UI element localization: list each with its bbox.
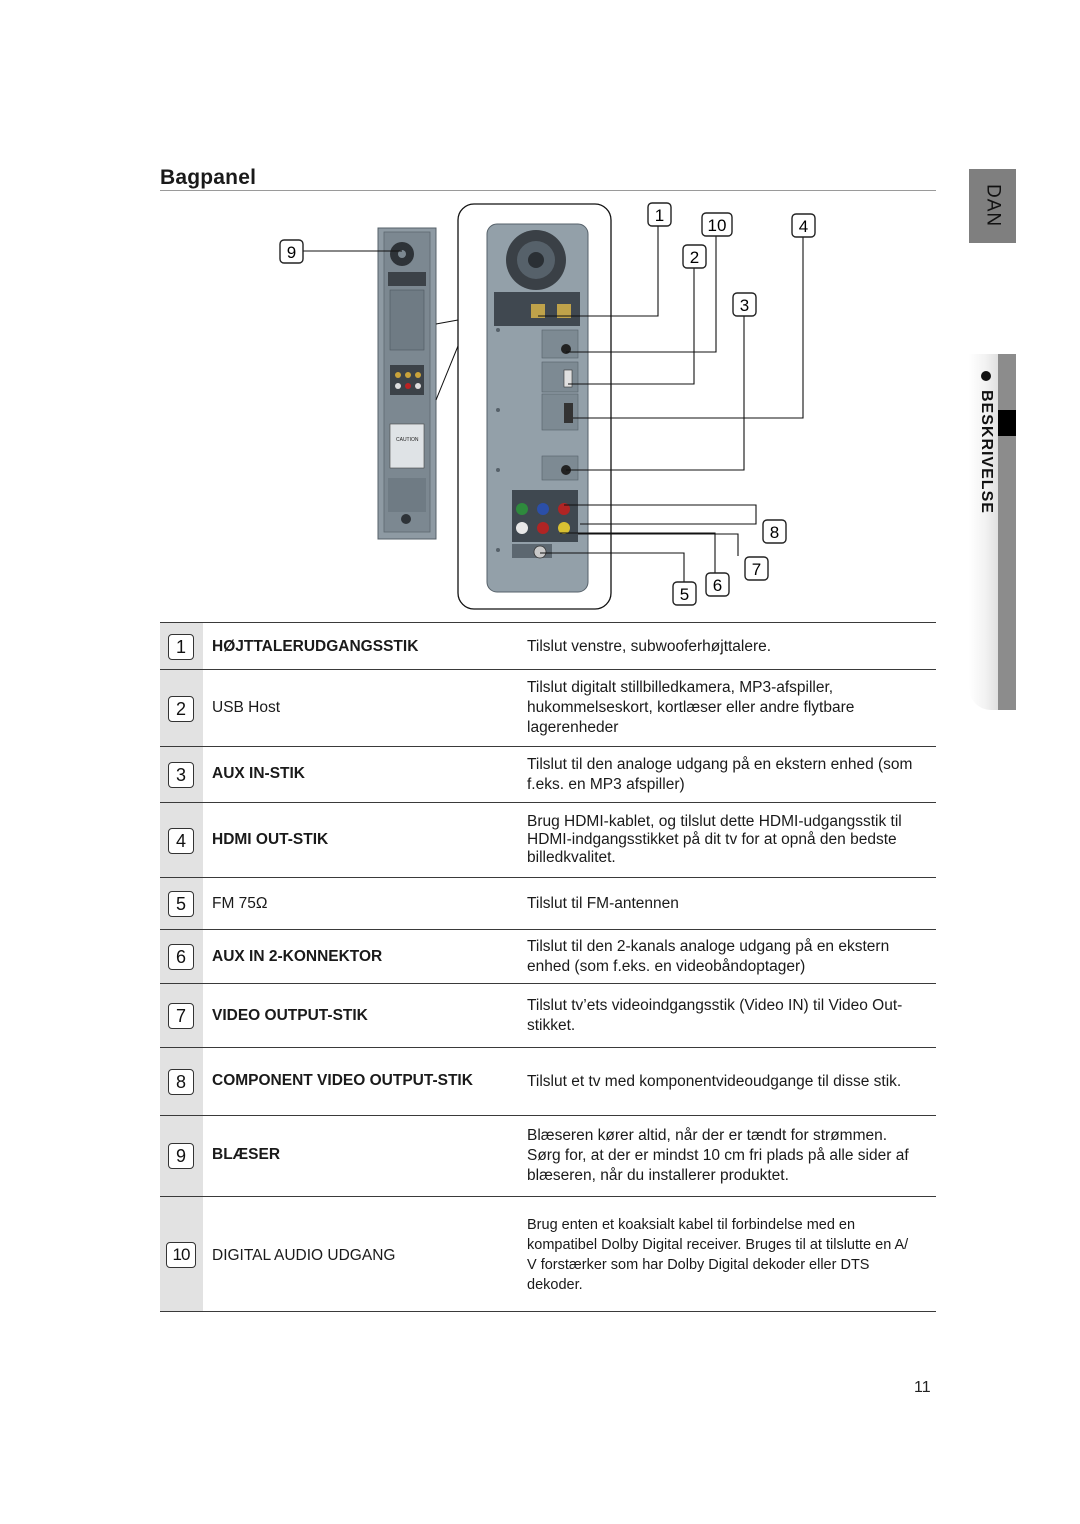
unit-overview: CAUTION bbox=[377, 227, 437, 540]
row-name: HØJTTALERUDGANGSSTIK bbox=[212, 638, 419, 655]
zoom-frame bbox=[457, 203, 612, 610]
svg-text:8: 8 bbox=[770, 523, 779, 542]
svg-text:7: 7 bbox=[752, 560, 761, 579]
table-row: 7 VIDEO OUTPUT-STIK Tilslut tv’ets video… bbox=[160, 983, 936, 1048]
table-row: 1 HØJTTALERUDGANGSSTIK Tilslut venstre, … bbox=[160, 622, 936, 670]
svg-text:9: 9 bbox=[287, 243, 296, 262]
page-title: Bagpanel bbox=[160, 166, 257, 189]
svg-text:3: 3 bbox=[740, 296, 749, 315]
row-name: BLÆSER bbox=[212, 1146, 281, 1163]
callout-9: 9 bbox=[279, 239, 304, 264]
table-row: 8 COMPONENT VIDEO OUTPUT-STIK Tilslut et… bbox=[160, 1047, 936, 1116]
svg-text:5: 5 bbox=[680, 585, 689, 604]
bullet-icon bbox=[981, 371, 991, 381]
row-number: 7 bbox=[168, 1003, 194, 1029]
row-number: 5 bbox=[168, 891, 194, 917]
callout-7: 7 bbox=[744, 556, 769, 581]
section-tab: BESKRIVELSE bbox=[969, 354, 1016, 710]
row-number: 10 bbox=[166, 1242, 196, 1268]
row-description: Tilslut til FM-antennen bbox=[527, 895, 679, 912]
row-description: Tilslut digitalt stillbilledkamera, MP3-… bbox=[527, 679, 855, 736]
table-row: 9 BLÆSER Blæseren kører altid, når der e… bbox=[160, 1115, 936, 1197]
callout-2: 2 bbox=[682, 244, 707, 269]
table-row: 3 AUX IN-STIK Tilslut til den analoge ud… bbox=[160, 746, 936, 803]
table-row: 4 HDMI OUT-STIK Brug HDMI-kablet, og til… bbox=[160, 802, 936, 878]
callout-4: 4 bbox=[791, 213, 816, 238]
row-name: AUX IN-STIK bbox=[212, 765, 305, 782]
row-description: Tilslut tv’ets videoindgangsstik (Video … bbox=[527, 997, 903, 1034]
callout-10: 10 bbox=[701, 212, 733, 237]
row-number: 8 bbox=[168, 1069, 194, 1095]
row-name: AUX IN 2-KONNEKTOR bbox=[212, 948, 383, 965]
row-number: 4 bbox=[168, 828, 194, 854]
row-number: 9 bbox=[168, 1143, 194, 1169]
table-row: 5 FM 75Ω Tilslut til FM-antennen bbox=[160, 877, 936, 930]
row-description: Tilslut til den 2-kanals analoge udgang … bbox=[527, 938, 890, 975]
row-description: Blæseren kører altid, når der er tændt f… bbox=[527, 1127, 909, 1184]
row-number: 3 bbox=[168, 762, 194, 788]
svg-text:1: 1 bbox=[655, 206, 664, 225]
caution-label: CAUTION bbox=[396, 437, 419, 443]
svg-text:6: 6 bbox=[713, 576, 722, 595]
row-number: 6 bbox=[168, 944, 194, 970]
table-row: 2 USB Host Tilslut digitalt stillbilledk… bbox=[160, 669, 936, 747]
row-description: Tilslut til den analoge udgang på en eks… bbox=[527, 756, 913, 793]
language-tab-label: DAN bbox=[982, 184, 1004, 228]
row-name: FM 75Ω bbox=[212, 895, 268, 912]
row-name: DIGITAL AUDIO UDGANG bbox=[212, 1247, 396, 1264]
row-name: VIDEO OUTPUT-STIK bbox=[212, 1007, 368, 1024]
svg-text:10: 10 bbox=[708, 216, 727, 235]
row-name: COMPONENT VIDEO OUTPUT-STIK bbox=[212, 1072, 473, 1089]
row-description: Tilslut et tv med komponentvideoudgange … bbox=[527, 1073, 902, 1090]
row-number: 2 bbox=[168, 696, 194, 722]
svg-text:4: 4 bbox=[799, 217, 808, 236]
row-description: Tilslut venstre, subwooferhøjttalere. bbox=[527, 638, 772, 655]
row-description: Brug enten et koaksialt kabel til forbin… bbox=[527, 1217, 909, 1293]
callout-3: 3 bbox=[732, 292, 757, 317]
rear-panel-diagram: CAUTION bbox=[279, 202, 816, 610]
row-name: HDMI OUT-STIK bbox=[212, 831, 329, 848]
svg-text:2: 2 bbox=[690, 248, 699, 267]
section-tab-label: BESKRIVELSE bbox=[978, 390, 995, 514]
callout-leaders bbox=[303, 224, 804, 582]
callout-8: 8 bbox=[762, 519, 787, 544]
callout-6: 6 bbox=[705, 572, 730, 597]
row-number: 1 bbox=[168, 634, 194, 660]
callout-5: 5 bbox=[672, 581, 697, 606]
section-tab-marker bbox=[998, 410, 1016, 436]
row-name: USB Host bbox=[212, 699, 281, 716]
table-row: 10 DIGITAL AUDIO UDGANG Brug enten et ko… bbox=[160, 1196, 936, 1312]
page-number: 11 bbox=[914, 1379, 931, 1396]
row-description: Brug HDMI-kablet, og tilslut dette HDMI-… bbox=[527, 813, 902, 866]
title-divider bbox=[160, 190, 936, 191]
section-tab-bar bbox=[998, 354, 1016, 710]
language-tab: DAN bbox=[969, 169, 1016, 243]
table-row: 6 AUX IN 2-KONNEKTOR Tilslut til den 2-k… bbox=[160, 929, 936, 984]
unit-zoom bbox=[486, 223, 589, 593]
callout-1: 1 bbox=[647, 202, 672, 227]
table-bottom-rule bbox=[160, 1311, 936, 1312]
